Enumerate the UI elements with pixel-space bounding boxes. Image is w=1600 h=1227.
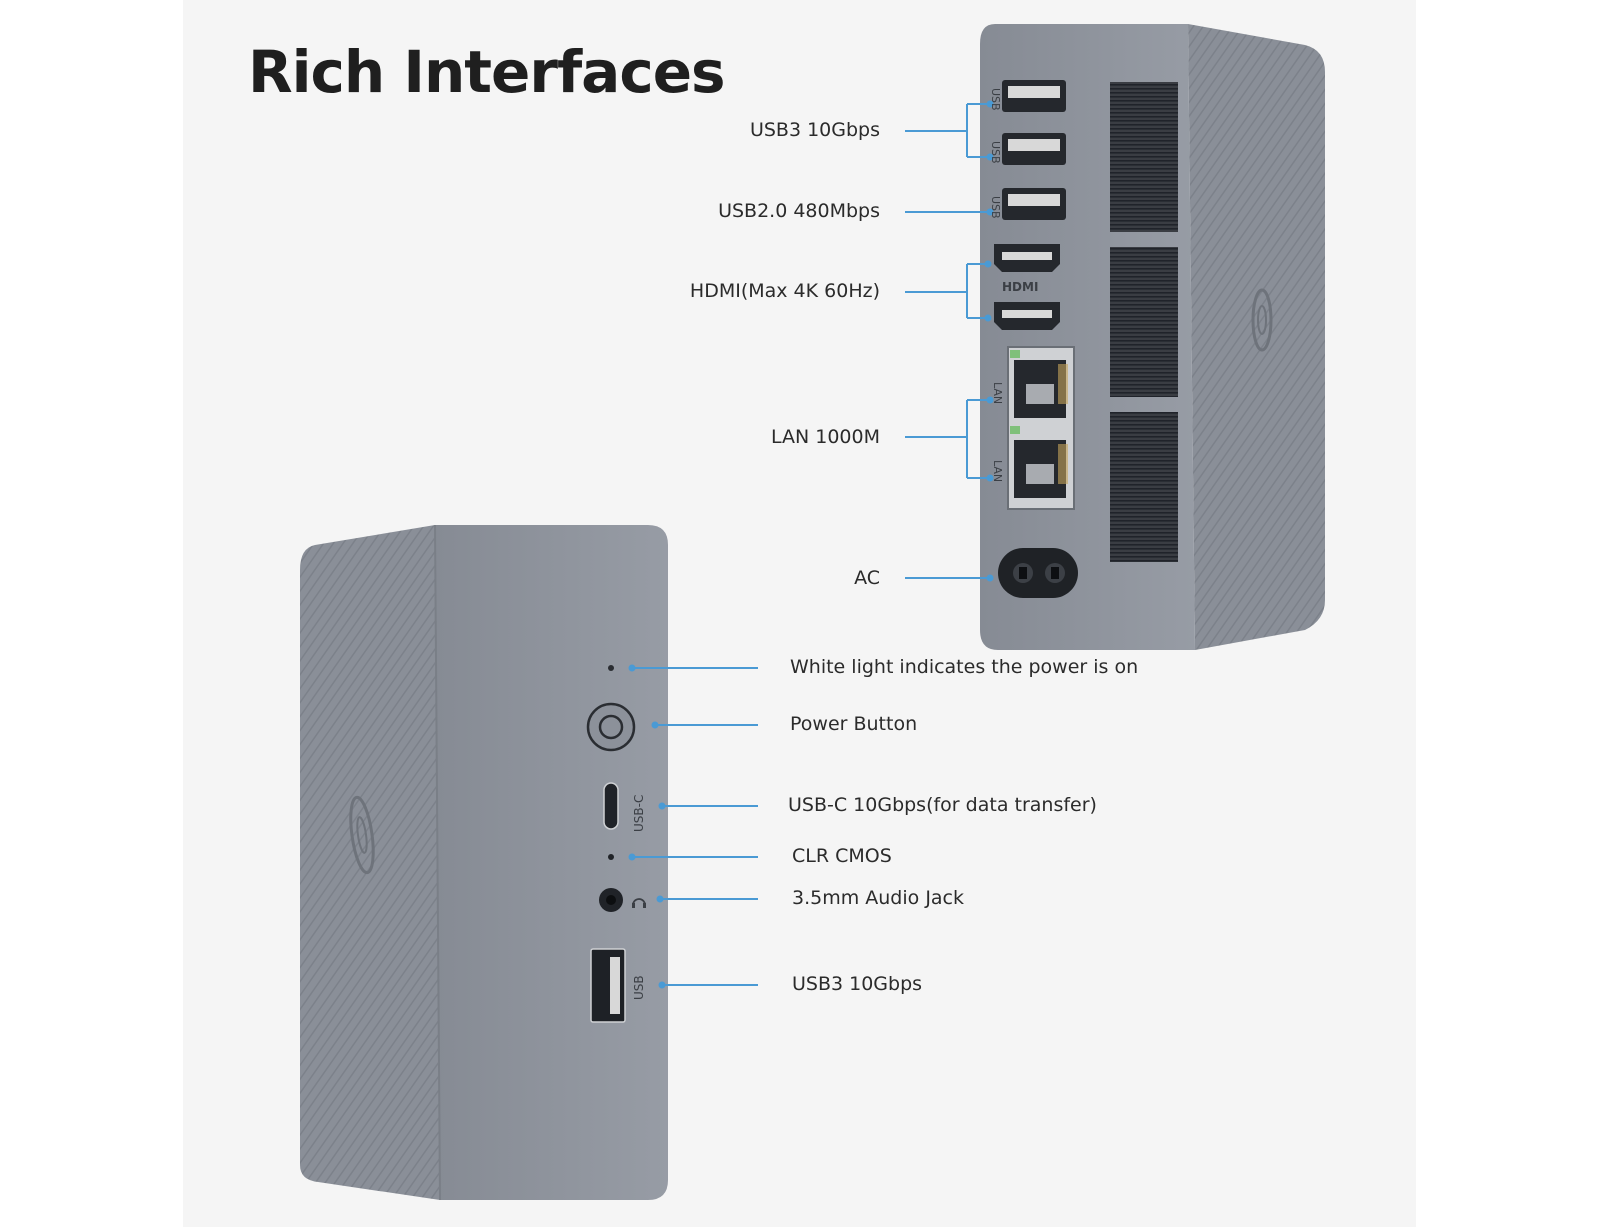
lan-mark: LAN (991, 460, 1004, 482)
label-usbc: USB-C 10Gbps(for data transfer) (788, 794, 1097, 816)
label-rear-ac: AC (854, 567, 880, 589)
hdmi-port-icon (994, 302, 1060, 330)
label-audio-jack: 3.5mm Audio Jack (792, 887, 965, 909)
logo-icon (349, 795, 375, 875)
logo-icon (1251, 288, 1273, 352)
usb-mark: USB (989, 196, 1002, 219)
label-power-light: White light indicates the power is on (790, 656, 1139, 678)
hdmi-port-icon (994, 244, 1060, 272)
power-button-icon (586, 702, 636, 752)
ac-inlet-icon (998, 548, 1078, 598)
headphone-icon (632, 898, 646, 908)
rear-device (980, 24, 1325, 650)
lan-mark: LAN (991, 382, 1004, 404)
usb-port-icon (590, 948, 626, 1023)
usbc-port-icon (603, 782, 619, 830)
label-rear-usb3: USB3 10Gbps (749, 119, 880, 141)
usb-port-icon (1002, 80, 1066, 112)
label-rear-hdmi: HDMI(Max 4K 60Hz) (689, 280, 880, 302)
usb-port-icon (1002, 188, 1066, 220)
usb-mark: USB (989, 88, 1002, 111)
usb-mark: USB (989, 141, 1002, 164)
front-leader-lines (632, 667, 758, 986)
vent-grille (1110, 82, 1178, 232)
usb-port-icon (1002, 133, 1066, 165)
label-clr-cmos: CLR CMOS (792, 845, 892, 867)
page-title: Rich Interfaces (248, 38, 726, 106)
rear-leader-lines (905, 103, 990, 579)
label-power-button: Power Button (790, 713, 918, 735)
clr-cmos-hole (608, 854, 614, 860)
label-front-usb3: USB3 10Gbps (792, 973, 923, 995)
vent-grille (1110, 412, 1178, 562)
hdmi-mark: HDMI (1002, 280, 1038, 294)
label-rear-lan: LAN 1000M (770, 426, 880, 448)
front-leader-dots (628, 664, 666, 989)
vent-grille (1110, 247, 1178, 397)
usbc-mark: USB-C (632, 795, 646, 832)
front-device (300, 524, 668, 1201)
lan-port-icon (1007, 346, 1075, 510)
usb-mark: USB (632, 975, 646, 1000)
label-rear-usb2: USB2.0 480Mbps (718, 200, 880, 222)
rear-leader-dots (984, 100, 994, 582)
power-led (608, 665, 614, 671)
